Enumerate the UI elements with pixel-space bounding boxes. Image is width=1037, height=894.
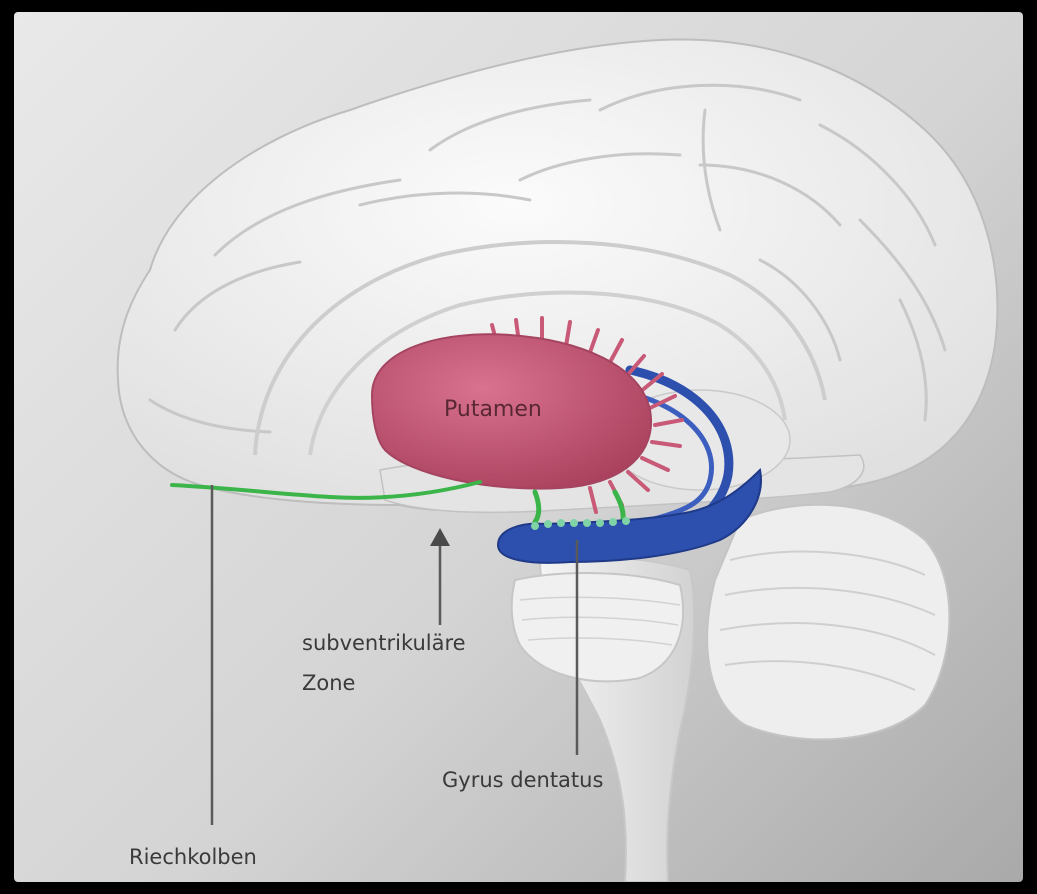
diagram-frame: Putamen subventrikuläre Zone Gyrus denta… bbox=[14, 12, 1023, 882]
putamen-label: Putamen bbox=[444, 397, 542, 422]
svz-arrow bbox=[430, 528, 450, 546]
gyrus-dentatus-label: Gyrus dentatus bbox=[442, 767, 603, 794]
riechkolben-label: Riechkolben bbox=[129, 844, 257, 871]
svz-label-line2: Zone bbox=[302, 670, 355, 697]
brain-illustration bbox=[14, 12, 1023, 882]
pons bbox=[512, 573, 683, 681]
cerebellum bbox=[707, 505, 949, 740]
svz-label-line1: subventrikuläre bbox=[302, 630, 466, 657]
